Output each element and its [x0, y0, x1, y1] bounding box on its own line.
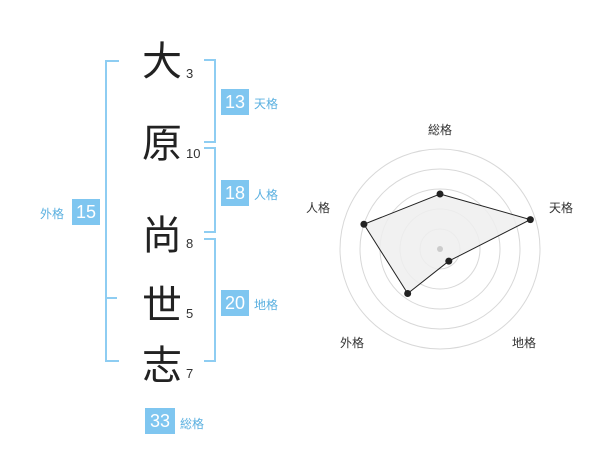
soukaku-badge: 33	[145, 408, 175, 434]
gaikaku-divider	[105, 297, 117, 299]
radar-label-soukaku: 総格	[428, 122, 452, 137]
chikaku-bracket	[204, 238, 216, 362]
stroke-count-4: 5	[186, 306, 194, 321]
stroke-count-3: 8	[186, 236, 194, 251]
tenkaku-bracket	[204, 59, 216, 143]
stroke-count-1: 3	[186, 66, 194, 81]
name-char-1: 大	[142, 39, 182, 85]
tenkaku-label: 天格	[254, 97, 279, 111]
radar-ring	[359, 168, 521, 330]
radar-center-dot	[437, 246, 443, 252]
radar-point-4	[404, 289, 412, 297]
name-char-5: 志	[142, 343, 182, 389]
jinkaku-label: 人格	[254, 188, 279, 202]
jinkaku-badge: 18	[221, 180, 249, 206]
radar-label-chikaku: 地格	[512, 335, 536, 350]
gaikaku-badge: 15	[72, 199, 100, 225]
name-char-4: 世	[142, 283, 182, 329]
gaikaku-bracket	[105, 60, 119, 362]
radar-point-1	[436, 190, 444, 198]
radar-label-tenkaku: 天格	[549, 200, 573, 215]
radar-label-gaikaku: 外格	[340, 335, 364, 350]
soukaku-label: 総格	[180, 417, 205, 431]
tenkaku-badge: 13	[221, 89, 249, 115]
radar-points	[360, 190, 534, 297]
stroke-count-5: 7	[186, 366, 194, 381]
chikaku-badge: 20	[221, 290, 249, 316]
radar-label-jinkaku: 人格	[306, 200, 330, 215]
gaikaku-label: 外格	[40, 207, 65, 221]
stroke-count-2: 10	[186, 146, 201, 161]
chikaku-label: 地格	[254, 298, 279, 312]
name-char-2: 原	[142, 121, 182, 167]
name-char-3: 尚	[142, 213, 182, 259]
jinkaku-bracket	[204, 147, 216, 233]
radar-point-3	[445, 257, 453, 265]
radar-area	[363, 193, 532, 295]
radar-point-5	[360, 220, 368, 228]
radar-point-2	[526, 216, 534, 224]
